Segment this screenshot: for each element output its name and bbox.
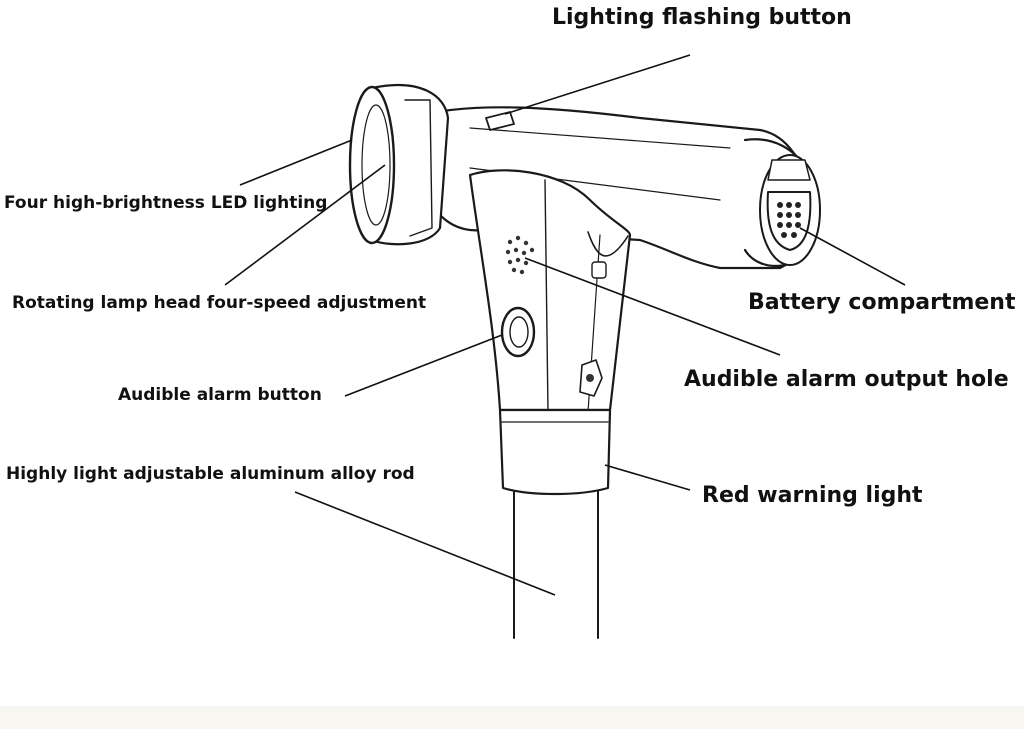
lamp-head [348,83,450,246]
label-led-lighting: Four high-brightness LED lighting [4,193,327,213]
warning-light-collar [498,408,612,496]
alarm-output-holes [505,235,535,275]
aluminum-rod [510,477,599,639]
battery-compartment [743,138,821,268]
leader-lines [224,54,906,596]
label-warning-light: Red warning light [702,483,923,508]
label-alarm-hole: Audible alarm output hole [684,367,1009,392]
battery-grille [777,202,801,238]
labels: Lighting flashing button Four high-brigh… [4,5,1016,508]
flash-button [485,111,515,131]
label-rod: Highly light adjustable aluminum alloy r… [6,464,415,484]
label-alarm-button: Audible alarm button [118,385,322,405]
side-clip [579,359,603,397]
label-battery: Battery compartment [748,290,1016,315]
cane-illustration [348,83,821,639]
alarm-button [500,306,536,358]
bottom-strip [0,706,1024,729]
label-lamp-head: Rotating lamp head four-speed adjustment [12,293,426,313]
label-flash-button: Lighting flashing button [552,5,852,30]
